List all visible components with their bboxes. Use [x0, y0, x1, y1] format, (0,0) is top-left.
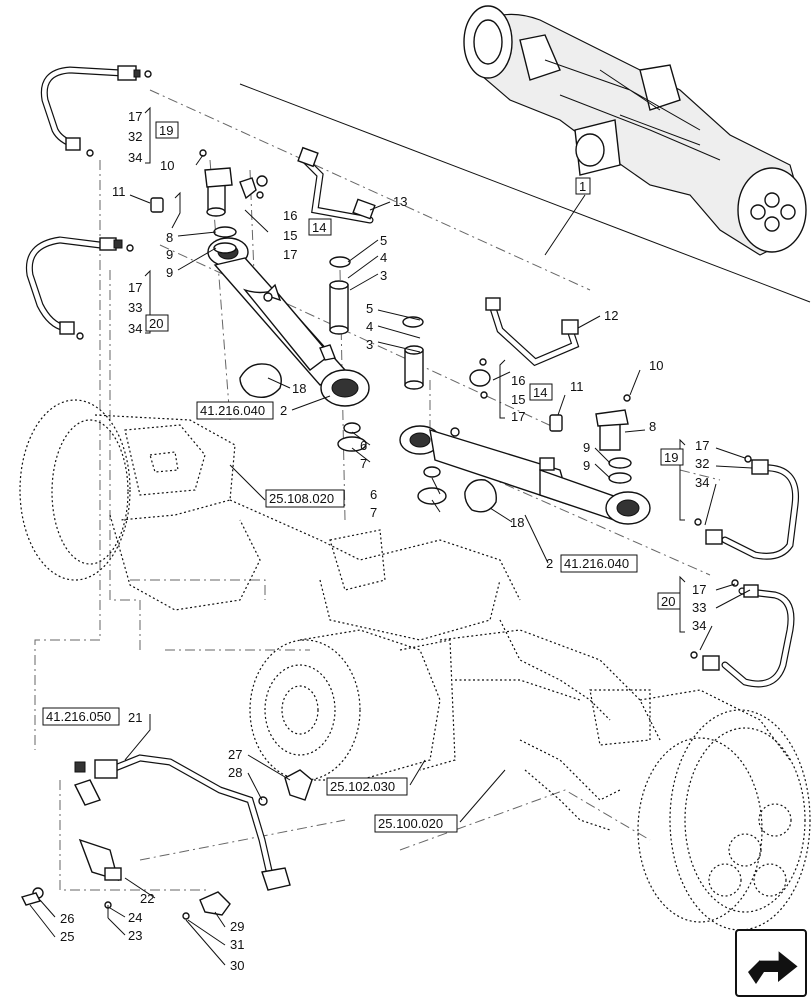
- callout-8b: 8: [649, 419, 656, 434]
- pin-and-seals-left: [150, 149, 268, 254]
- ref-25-102-030: 25.102.030: [330, 779, 395, 794]
- hose-32-right: [694, 455, 800, 560]
- clamps-18: [239, 363, 497, 513]
- callout-box-1: 1: [579, 179, 586, 194]
- next-page-arrow-icon[interactable]: [735, 929, 807, 997]
- box-19b: 19: [664, 450, 678, 465]
- callout-8: 8: [166, 230, 173, 245]
- callout-4b: 4: [366, 319, 373, 334]
- construction-lines: [34, 89, 721, 891]
- callout-25: 25: [60, 929, 74, 944]
- reference-boxes: 41.216.040 25.108.020 41.216.040 41.216.…: [42, 401, 638, 833]
- box-20b: 20: [661, 594, 675, 609]
- callout-9c: 9: [583, 440, 590, 455]
- callout-33: 33: [128, 300, 142, 315]
- callout-9d: 9: [583, 458, 590, 473]
- callout-6: 6: [360, 438, 367, 453]
- fittings-lower: [20, 887, 231, 920]
- callout-24: 24: [128, 910, 142, 925]
- callout-6b: 6: [370, 487, 377, 502]
- callout-32: 32: [128, 129, 142, 144]
- callout-5b: 5: [366, 301, 373, 316]
- callout-34b: 34: [128, 321, 142, 336]
- axle-overview-illustration: 1: [239, 5, 811, 303]
- callout-21: 21: [128, 710, 142, 725]
- axle-housing: [19, 399, 811, 931]
- callout-17d: 17: [511, 409, 525, 424]
- box-19: 19: [159, 123, 173, 138]
- callout-32b: 32: [695, 456, 709, 471]
- hose-33-right: [690, 579, 795, 688]
- hose-33-mid-left: [25, 236, 134, 340]
- bracket-22: [78, 838, 122, 882]
- callout-18b: 18: [510, 515, 524, 530]
- ref-25-100-020: 25.100.020: [378, 816, 443, 831]
- ref-41-216-040-left: 41.216.040: [200, 403, 265, 418]
- callout-16b: 16: [511, 373, 525, 388]
- callout-26: 26: [60, 911, 74, 926]
- callout-30: 30: [230, 958, 244, 973]
- callout-33b: 33: [692, 600, 706, 615]
- callout-34: 34: [128, 150, 142, 165]
- callout-2: 2: [280, 403, 287, 418]
- callout-13: 13: [393, 194, 407, 209]
- callout-4: 4: [380, 250, 387, 265]
- callout-16: 16: [283, 208, 297, 223]
- callout-31: 31: [230, 937, 244, 952]
- callout-18: 18: [292, 381, 306, 396]
- callout-22: 22: [140, 891, 154, 906]
- callout-10: 10: [160, 158, 174, 173]
- callout-27: 27: [228, 747, 242, 762]
- pipe-13: [297, 146, 376, 224]
- callout-12: 12: [604, 308, 618, 323]
- callout-17e: 17: [695, 438, 709, 453]
- callout-23: 23: [128, 928, 142, 943]
- callout-10b: 10: [649, 358, 663, 373]
- box-14b: 14: [533, 385, 547, 400]
- callout-7: 7: [360, 456, 367, 471]
- callout-34d: 34: [692, 618, 706, 633]
- box-20: 20: [149, 316, 163, 331]
- callout-15: 15: [283, 228, 297, 243]
- callout-5: 5: [380, 233, 387, 248]
- callout-17: 17: [128, 109, 142, 124]
- ref-41-216-050: 41.216.050: [46, 709, 111, 724]
- piston-pins-center: [329, 256, 447, 505]
- pipe-12: [485, 297, 580, 367]
- callout-3b: 3: [366, 337, 373, 352]
- callout-17f: 17: [692, 582, 706, 597]
- pin-and-seals-right: [469, 358, 632, 484]
- callout-28: 28: [228, 765, 242, 780]
- callout-15b: 15: [511, 392, 525, 407]
- ref-41-216-040-right: 41.216.040: [564, 556, 629, 571]
- callout-2b: 2: [546, 556, 553, 571]
- boxed-item-numbers: 19 14 20 14 19 20: [145, 121, 684, 610]
- callout-numbers: 17 32 34 10 11 8 9 9 16 15 17 13 5 4 3 1…: [60, 109, 709, 973]
- callout-7b: 7: [370, 505, 377, 520]
- callout-3: 3: [380, 268, 387, 283]
- tube-21: [74, 754, 291, 891]
- callout-17b: 17: [283, 247, 297, 262]
- callout-29: 29: [230, 919, 244, 934]
- callout-9b: 9: [166, 265, 173, 280]
- callout-11: 11: [112, 184, 126, 199]
- box-14: 14: [312, 220, 326, 235]
- callout-11b: 11: [570, 379, 584, 394]
- hose-32-upper-left: [40, 65, 152, 157]
- callout-34c: 34: [695, 475, 709, 490]
- leader-lines: [29, 106, 753, 966]
- callout-17c: 17: [128, 280, 142, 295]
- bracket-27: [258, 769, 313, 806]
- callout-9a: 9: [166, 247, 173, 262]
- steering-cylinder-right: [399, 425, 651, 525]
- ref-25-108-020: 25.108.020: [269, 491, 334, 506]
